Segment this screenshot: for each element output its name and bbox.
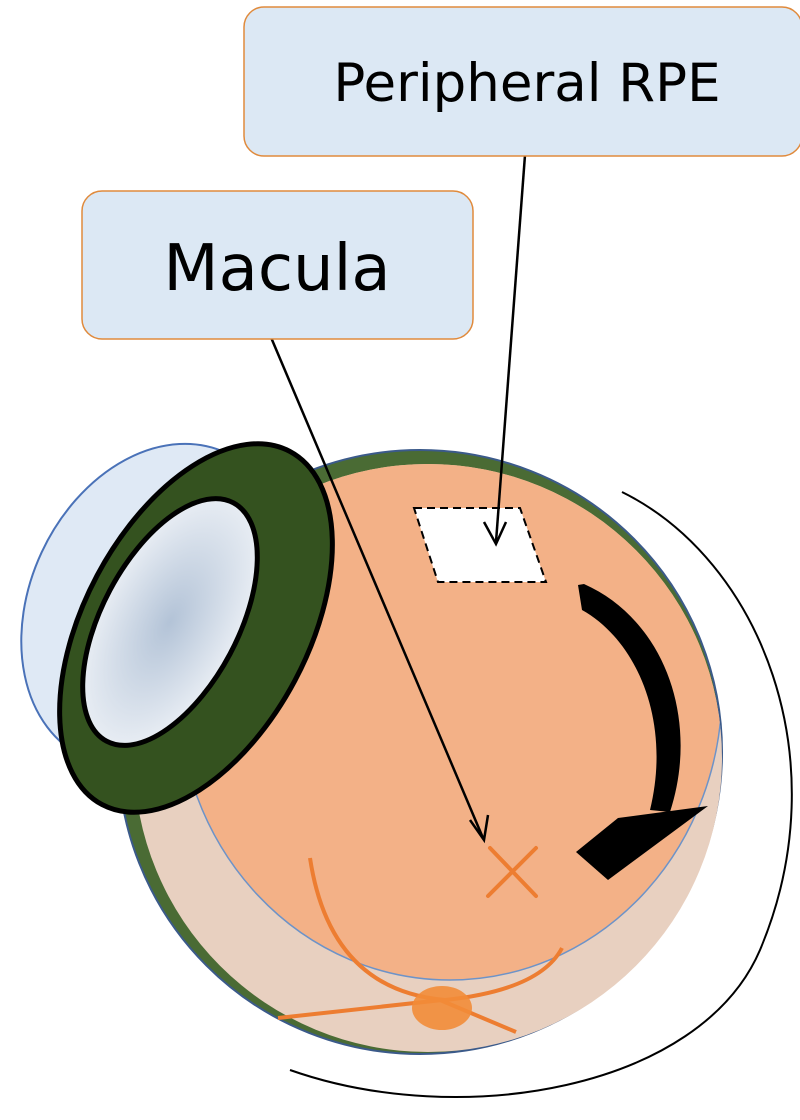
- macula-label-box: Macula: [82, 191, 473, 339]
- macula-label: Macula: [163, 232, 390, 306]
- peripheral-rpe-label-box: Peripheral RPE: [244, 7, 800, 156]
- peripheral-rpe-label: Peripheral RPE: [333, 53, 720, 114]
- optic-disc: [412, 986, 472, 1030]
